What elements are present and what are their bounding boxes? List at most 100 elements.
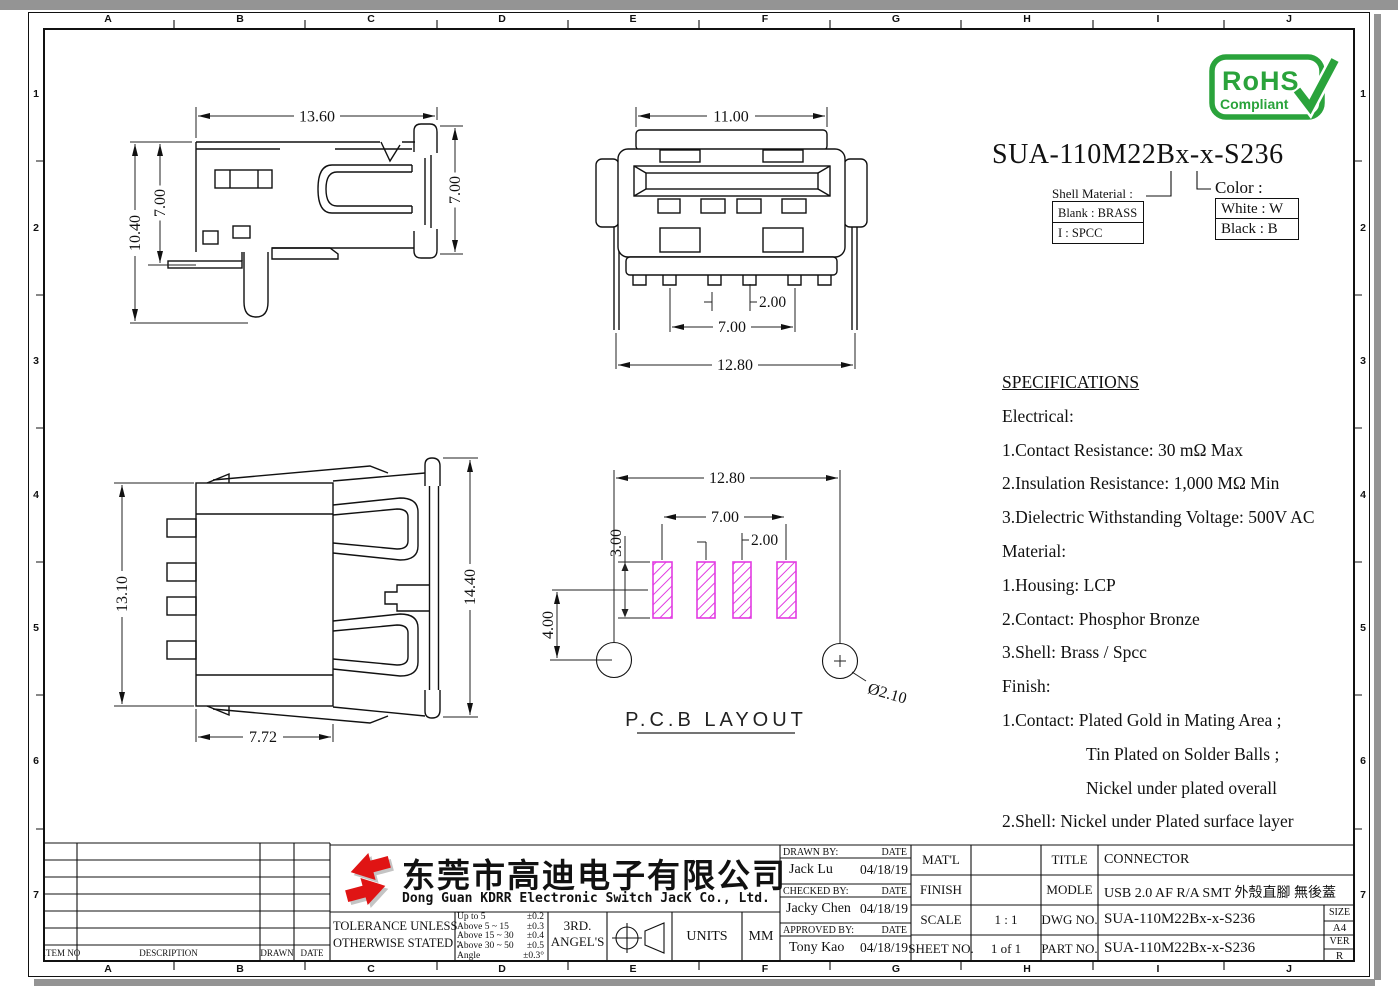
top-dim-body-length: 13.10 [114,482,194,707]
tolerance-row: Above 30 ~ 50±0.5 [457,941,544,952]
top-dim-total-length: 14.40 [443,457,479,718]
grid-letter-bottom: B [236,963,244,975]
dim-text: 7.00 [711,509,739,526]
matl-label: MAT'L [922,852,960,867]
grid-number-right: 5 [1360,622,1366,634]
pcb-dim-hole-offset: 4.00 [540,589,648,661]
company-name-cn: 东莞市高迪电子有限公司 [402,856,787,895]
solder-pad [652,561,673,619]
grid-number-right: 3 [1360,355,1366,367]
tolerance-value: ±0.3 [526,921,544,932]
dim-text: 3.00 [608,529,625,557]
drawn-date-label: DATE [881,847,907,858]
checked-date: 04/18/19 [859,901,908,916]
dim-text: 13.60 [299,109,335,126]
checked-by-label: CHECKED BY: [783,886,849,897]
inner-border [43,28,1355,962]
drawn-by-name: Jack Lu [789,862,833,877]
grid-letter-top: B [236,13,244,25]
grid-letter-top: I [1156,13,1160,25]
page-top-shadow [0,0,1398,10]
shell-material-table: Blank : BRASS I : SPCC [1052,201,1144,244]
shell-material-option: I : SPCC [1058,226,1103,240]
tolerance-range: Up to 5 [457,912,486,922]
rohs-text: RoHS [1222,66,1300,96]
grid-number-left: 3 [33,355,39,367]
dim-text: 7.00 [152,189,169,217]
tolerance-value: ±0.2 [526,912,544,922]
dim-text: 7.00 [718,319,746,336]
page-bottom-shadow [34,979,1375,986]
shell-material-option: Blank : BRASS [1053,202,1143,223]
dim-text: 4.00 [540,611,557,639]
front-view-outline [595,129,868,330]
projection-label-line2: ANGEL'S [550,934,605,949]
grid-number-left: 1 [33,88,39,100]
revision-header-drawn: DRAWN [260,948,294,958]
approved-date-label: DATE [881,925,907,936]
dim-text: 7.72 [249,729,277,746]
scale-label: SCALE [920,912,962,927]
grid-number-right: 4 [1360,489,1366,501]
finish-label: FINISH [920,882,962,897]
kdrr-logo [345,852,394,909]
scale-value: 1 : 1 [994,912,1018,927]
rohs-compliant-text: Compliant [1220,96,1289,112]
grid-letter-top: F [761,13,769,25]
size-value: A4 [1332,922,1347,934]
shell-material-label: Shell Material : [1052,186,1133,201]
grid-letter-bottom: H [1023,963,1031,975]
tolerance-value: ±0.4 [526,931,544,942]
hole-center-mark [834,655,846,667]
units-label: UNITS [686,929,728,944]
side-dim-width: 13.60 [195,107,438,138]
checked-date-label: DATE [881,886,907,897]
side-dim-shell-height: 7.00 [148,144,196,266]
side-dim-front-height: 7.00 [440,125,464,255]
spec-line: 2.Contact: Phosphor Bronze [1002,608,1200,629]
dim-text: 12.80 [717,357,753,374]
part-no-label: PART NO. [1041,941,1098,956]
pcb-dim-pad-length: 3.00 [608,529,650,619]
third-angle-projection-icon [612,922,665,954]
approved-by-name: Tony Kao [789,940,845,955]
color-option: White : W [1216,199,1298,219]
page-right-shadow [1374,14,1381,980]
dwg-no-label: DWG NO. [1041,912,1098,927]
spec-line: 1.Housing: LCP [1002,574,1116,595]
tolerance-range: Above 30 ~ 50 [457,941,514,952]
grid-number-right: 7 [1360,889,1366,901]
top-view-drawing: 13.10 14.40 7.72 [114,457,479,746]
dim-text: 14.40 [462,569,479,605]
tolerance-row: Above 15 ~ 30±0.4 [457,932,544,942]
dim-text: 12.80 [709,470,745,487]
front-dim-leg-span: 12.80 [615,333,856,374]
tolerance-value: ±0.3° [523,950,544,961]
grid-number-right: 6 [1360,755,1366,767]
specifications-block: SPECIFICATIONS Electrical: 1.Contact Res… [1002,366,1358,839]
spec-line: 2.Insulation Resistance: 1,000 MΩ Min [1002,473,1280,494]
grid-letter-top: C [367,13,375,25]
spec-line: Material: [1002,540,1067,561]
grid-letter-bottom: C [367,963,375,975]
side-view-drawing: 13.60 10.40 7.00 7.00 [127,107,464,324]
solder-pad [696,561,716,619]
grid-number-right: 1 [1360,88,1366,100]
model-value: USB 2.0 AF R/A SMT 外殼直腳 無後蓋 [1104,886,1336,901]
spec-line: Finish: [1002,676,1051,697]
grid-letter-top: J [1286,13,1292,25]
grid-letter-top: H [1023,13,1031,25]
spec-line: Tin Plated on Solder Balls ; [1086,743,1280,764]
front-dim-shell-width: 11.00 [635,107,828,127]
grid-letter-bottom: G [891,963,901,975]
spec-line: 3.Dielectric Withstanding Voltage: 500V … [1002,507,1315,528]
tolerance-label-line2: OTHERWISE STATED : [333,936,460,950]
ver-value: R [1335,950,1344,962]
tolerance-range: Above 5 ~ 15 [457,921,509,932]
grid-number-left: 5 [33,622,39,634]
dim-text: 11.00 [713,109,748,126]
dim-text: 10.40 [127,215,144,251]
top-dim-body-width: 7.72 [195,709,334,746]
